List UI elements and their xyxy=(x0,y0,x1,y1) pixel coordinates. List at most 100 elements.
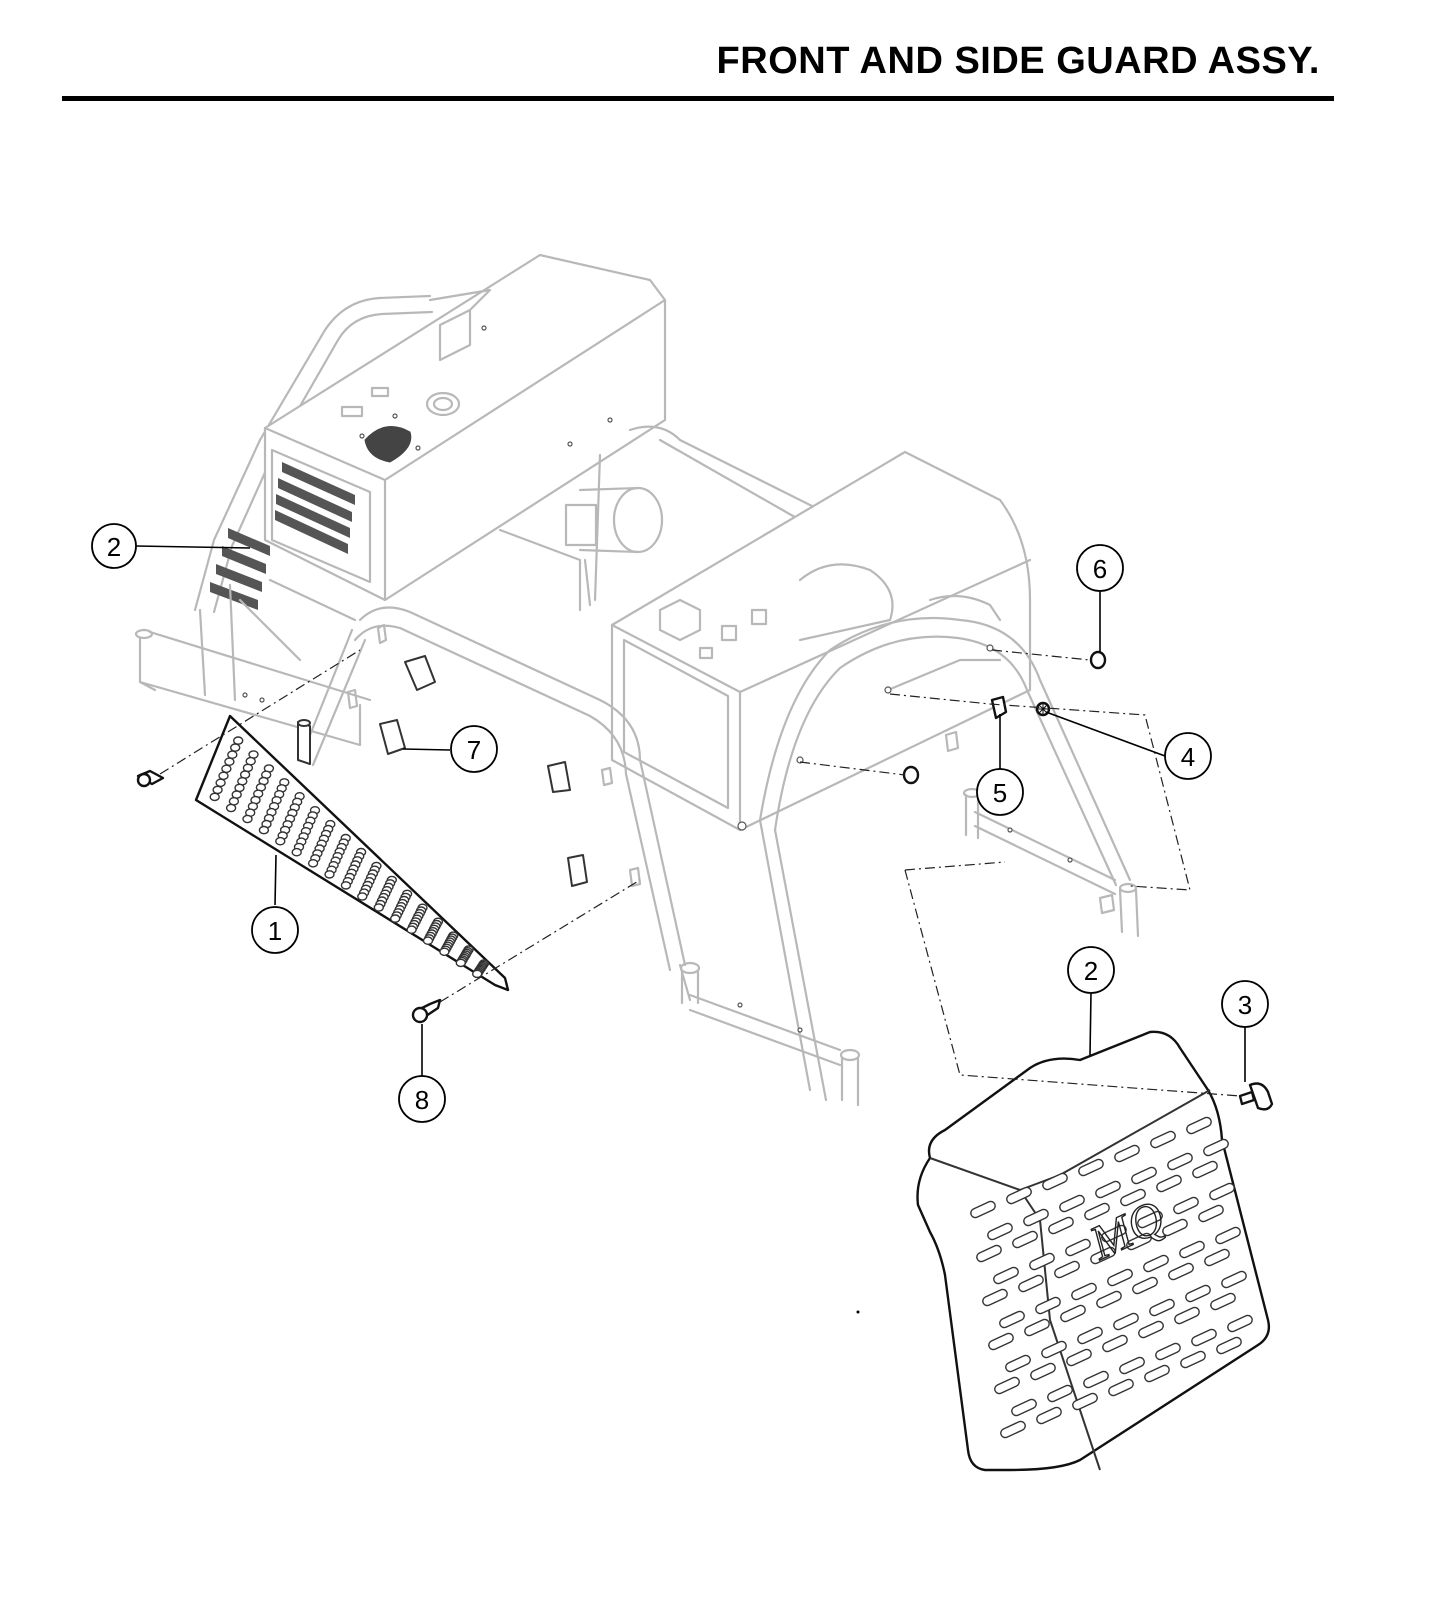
guard-slot xyxy=(1041,1340,1067,1359)
stray-dot xyxy=(856,1310,860,1314)
page-title: FRONT AND SIDE GUARD ASSY. xyxy=(716,40,1320,82)
clip-nuts-item-7 xyxy=(346,623,642,888)
perforation-hole xyxy=(439,947,450,957)
knob-item-3 xyxy=(1238,1082,1274,1111)
guard-slot xyxy=(1035,1296,1061,1315)
perforation-hole xyxy=(232,736,244,745)
perforation-hole xyxy=(340,881,352,890)
guard-slot xyxy=(1227,1314,1253,1333)
guard-slot xyxy=(1185,1284,1211,1303)
callout-item-2-upper: 2 xyxy=(91,523,137,569)
callout-item-4: 4 xyxy=(1164,732,1212,780)
perforation-hole xyxy=(307,859,319,868)
guard-slot xyxy=(994,1376,1020,1395)
callout-label: 2 xyxy=(1084,956,1098,986)
guard-slot xyxy=(1174,1306,1200,1325)
guard-slot xyxy=(1173,1196,1199,1215)
guard-slot xyxy=(1096,1290,1122,1309)
guard-slot xyxy=(1216,1336,1242,1355)
guard-slot xyxy=(1149,1298,1175,1317)
callout-label: 6 xyxy=(1093,554,1107,584)
guard-slot xyxy=(1192,1160,1218,1179)
guard-slot xyxy=(1131,1166,1157,1185)
perforation-hole xyxy=(291,847,302,857)
guard-slot xyxy=(1078,1158,1104,1177)
clip-item-5 xyxy=(990,695,1008,720)
guard-slot xyxy=(1209,1182,1235,1201)
guard-slot xyxy=(1083,1370,1109,1389)
guard-slot xyxy=(976,1244,1002,1263)
guard-slot xyxy=(1000,1420,1026,1439)
perforation-hole xyxy=(242,814,253,824)
guard-slot xyxy=(1186,1116,1212,1135)
guard-slot xyxy=(993,1266,1019,1285)
guard-slot xyxy=(1162,1218,1188,1237)
perforation-hole xyxy=(229,743,241,752)
callout-label: 7 xyxy=(467,735,481,765)
guard-slot xyxy=(1221,1270,1247,1289)
perforation-hole xyxy=(455,958,466,968)
callout-item-6: 6 xyxy=(1076,544,1124,592)
guard-slot xyxy=(1179,1240,1205,1259)
guard-slot xyxy=(1114,1144,1140,1163)
guard-slot xyxy=(1167,1152,1193,1171)
perforation-hole xyxy=(221,764,232,774)
callout-item-1: 1 xyxy=(251,906,299,954)
guard-slot xyxy=(1084,1202,1110,1221)
guard-slot xyxy=(1120,1188,1146,1207)
guard-slot xyxy=(1042,1172,1068,1191)
perforation-hole xyxy=(472,969,483,979)
guard-slot xyxy=(1101,1224,1127,1243)
callout-item-5: 5 xyxy=(976,768,1024,816)
assembly-dashed-lines xyxy=(159,649,1241,1097)
guard-slot xyxy=(1137,1210,1163,1229)
guard-slot xyxy=(1108,1378,1134,1397)
callout-label: 1 xyxy=(268,916,282,946)
guard-slot xyxy=(982,1288,1008,1307)
guard-slot xyxy=(1047,1384,1073,1403)
perforation-hole xyxy=(225,803,237,813)
title-rule xyxy=(62,96,1334,101)
perforation-hole xyxy=(218,771,229,781)
perforation-hole xyxy=(275,836,286,846)
guard-slot xyxy=(1126,1232,1152,1251)
guard-slot xyxy=(1155,1342,1181,1361)
perforation-hole xyxy=(227,750,238,760)
guard-slot xyxy=(1095,1180,1121,1199)
perforation-hole xyxy=(209,792,220,802)
guard-slot xyxy=(1059,1194,1085,1213)
perforation-hole xyxy=(406,925,417,935)
guard-slot xyxy=(1138,1320,1164,1339)
guard-slot xyxy=(1023,1208,1049,1227)
screw-item-8 xyxy=(411,998,442,1024)
guard-slot xyxy=(1107,1268,1133,1287)
guard-slot xyxy=(1168,1262,1194,1281)
callout-label: 5 xyxy=(993,778,1007,808)
guard-slot xyxy=(1054,1260,1080,1279)
leader-lines xyxy=(135,545,1246,1082)
guard-slot xyxy=(1060,1304,1086,1323)
guard-slot xyxy=(1215,1226,1241,1245)
guard-slot xyxy=(1113,1312,1139,1331)
perforation-hole xyxy=(324,870,335,879)
callout-item-3: 3 xyxy=(1221,980,1269,1028)
callout-item-2-lower: 2 xyxy=(1067,946,1115,994)
callout-item-7: 7 xyxy=(450,725,498,773)
guard-slot xyxy=(1102,1334,1128,1353)
guard-slot xyxy=(1210,1292,1236,1311)
guard-slot xyxy=(1203,1138,1229,1157)
guard-slot xyxy=(1029,1252,1055,1271)
guard-slot xyxy=(1143,1254,1169,1273)
perforation-hole xyxy=(357,892,368,901)
guard-slot xyxy=(1150,1130,1176,1149)
perforation-holes xyxy=(209,736,490,979)
perforation-hole xyxy=(212,785,223,795)
guard-slot xyxy=(988,1332,1014,1351)
guard-slot xyxy=(1156,1174,1182,1193)
perforation-hole xyxy=(373,903,384,912)
hardware xyxy=(136,650,1274,1111)
callout-label: 4 xyxy=(1181,742,1195,772)
guard-slot xyxy=(1011,1398,1037,1417)
callout-label: 2 xyxy=(107,532,121,562)
